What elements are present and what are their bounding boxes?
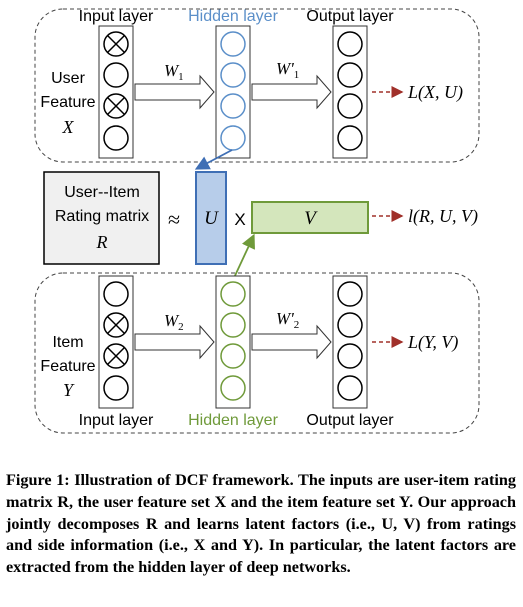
- item-loss-label: L(Y, V): [407, 332, 458, 353]
- user-feature-label-line1: User: [51, 70, 85, 87]
- item-hidden-node: [220, 281, 246, 307]
- item-input-node-crossed: [103, 312, 129, 338]
- user-network: Input layer Hidden layer Output layer Us…: [34, 8, 480, 163]
- user-input-node-crossed: [103, 31, 129, 57]
- user-output-node: [337, 125, 363, 151]
- item-hidden-layer-label: Hidden layer: [188, 412, 279, 429]
- user-input-node: [103, 125, 129, 151]
- item-feature-label-line2: Feature: [40, 358, 95, 375]
- item-input-node-crossed: [103, 343, 129, 369]
- user-hidden-node: [220, 62, 246, 88]
- item-network: Item Feature Y W2 W'2: [34, 272, 480, 434]
- item-hidden-node: [220, 343, 246, 369]
- item-hidden-node: [220, 375, 246, 401]
- item-w2-prime-arrow: [251, 324, 332, 360]
- item-w2-arrow: [134, 324, 215, 360]
- item-output-node: [337, 312, 363, 338]
- user-input-node-crossed: [103, 93, 129, 119]
- user-w1-arrow: [134, 74, 215, 110]
- user-output-layer-label: Output layer: [306, 8, 394, 25]
- user-feature-symbol: X: [62, 117, 75, 137]
- figure-caption: Figure 1: Illustration of DCF framework.…: [6, 470, 516, 579]
- caption-text: Illustration of DCF framework. The input…: [6, 471, 516, 577]
- caption-label: Figure 1:: [6, 471, 75, 489]
- item-input-node: [103, 281, 129, 307]
- item-hidden-node: [220, 312, 246, 338]
- item-w2-prime-label: W'2: [276, 309, 299, 331]
- item-input-layer-label: Input layer: [79, 412, 154, 429]
- user-hidden-to-u-connector: [194, 149, 233, 170]
- approx-symbol: ≈: [168, 207, 180, 232]
- user-output-node: [337, 93, 363, 119]
- user-input-node: [103, 62, 129, 88]
- rating-matrix-box: [43, 171, 160, 265]
- user-output-node: [337, 62, 363, 88]
- user-hidden-layer-label: Hidden layer: [188, 8, 279, 25]
- item-output-layer-label: Output layer: [306, 412, 394, 429]
- v-matrix: [251, 201, 369, 234]
- item-output-node: [337, 281, 363, 307]
- item-feature-label-line1: Item: [52, 334, 83, 351]
- user-input-layer-label: Input layer: [79, 8, 154, 25]
- matrix-factorization: User--Item Rating matrix R ≈ U X V l(R, …: [43, 149, 478, 281]
- user-w1-prime-arrow: [251, 74, 332, 110]
- item-hidden-to-v-connector: [232, 233, 255, 281]
- item-network-frame: [34, 272, 480, 434]
- rating-matrix-symbol: R: [96, 232, 108, 252]
- rating-matrix-label-line2: Rating matrix: [55, 208, 149, 225]
- user-hidden-node: [220, 31, 246, 57]
- matrix-loss-label: l(R, U, V): [408, 206, 478, 227]
- u-symbol: U: [204, 208, 219, 229]
- user-w1-label: W1: [164, 61, 184, 83]
- item-output-node: [337, 375, 363, 401]
- v-symbol: V: [304, 208, 318, 229]
- times-symbol: X: [234, 210, 245, 229]
- item-w2-label: W2: [164, 311, 184, 333]
- user-hidden-node: [220, 93, 246, 119]
- user-feature-label-line2: Feature: [40, 94, 95, 111]
- user-w1-prime-label: W'1: [276, 59, 299, 81]
- item-input-node: [103, 375, 129, 401]
- user-loss-label: L(X, U): [407, 82, 463, 103]
- item-output-node: [337, 343, 363, 369]
- user-hidden-node: [220, 125, 246, 151]
- item-feature-symbol: Y: [63, 380, 75, 400]
- user-output-node: [337, 31, 363, 57]
- rating-matrix-label-line1: User--Item: [64, 184, 140, 201]
- u-matrix: [195, 171, 227, 265]
- user-network-frame: [34, 8, 480, 163]
